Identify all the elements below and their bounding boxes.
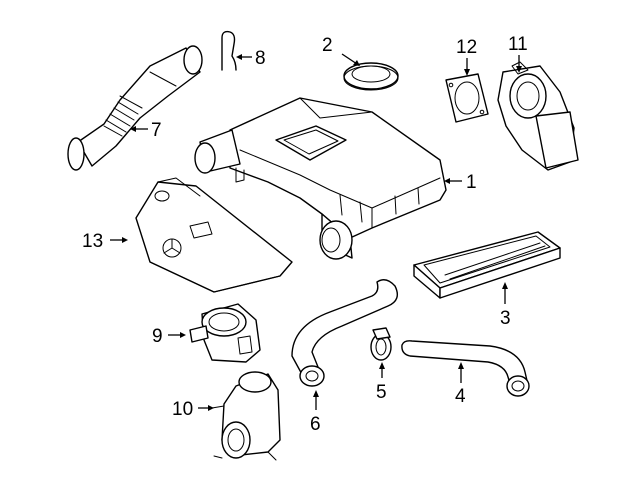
arrowhead-9 (180, 332, 186, 338)
part-2-grommet (343, 62, 399, 91)
arrowhead-13 (122, 237, 128, 243)
part-12-gasket (445, 73, 489, 123)
part-1-air-cleaner-housing (194, 97, 447, 260)
callout-12: 12 (456, 37, 477, 58)
part-7-intake-duct (67, 45, 203, 171)
callout-10: 10 (172, 399, 193, 420)
callout-4: 4 (455, 386, 466, 407)
arrowhead-1 (444, 178, 450, 184)
arrowhead-4 (458, 362, 464, 369)
callout-7: 7 (151, 120, 162, 141)
part-11-throttle-body (497, 61, 579, 171)
part-9-maf-sensor (189, 303, 261, 363)
arrowhead-5 (379, 362, 385, 369)
part-4-hose (401, 340, 530, 397)
callout-3: 3 (500, 308, 511, 329)
part-10-duct-adapter (211, 371, 281, 461)
callout-labels: 1 2 3 4 5 6 7 8 9 10 11 12 13 (82, 34, 528, 435)
part-8-clip (221, 30, 237, 71)
arrowhead-6 (313, 390, 319, 397)
arrowhead-10 (208, 405, 214, 411)
arrowhead-2 (353, 60, 360, 66)
callout-9: 9 (152, 326, 163, 347)
callout-5: 5 (376, 382, 387, 403)
callout-2: 2 (322, 35, 333, 56)
part-13-engine-cover (135, 177, 293, 293)
callout-13: 13 (82, 231, 103, 252)
callout-11: 11 (508, 34, 528, 55)
arrowhead-11 (516, 66, 522, 73)
callout-6: 6 (310, 414, 321, 435)
arrowhead-3 (502, 282, 508, 289)
callout-8: 8 (255, 48, 266, 69)
arrowhead-8 (236, 54, 242, 60)
leader-lines (110, 53, 522, 411)
leader-2 (341, 53, 358, 65)
arrowhead-12 (464, 69, 470, 76)
part-5-clamp (370, 327, 392, 361)
part-3-air-filter (413, 231, 561, 299)
part-6-hose (291, 279, 398, 387)
callout-1: 1 (466, 172, 477, 193)
arrowhead-7 (130, 126, 136, 132)
